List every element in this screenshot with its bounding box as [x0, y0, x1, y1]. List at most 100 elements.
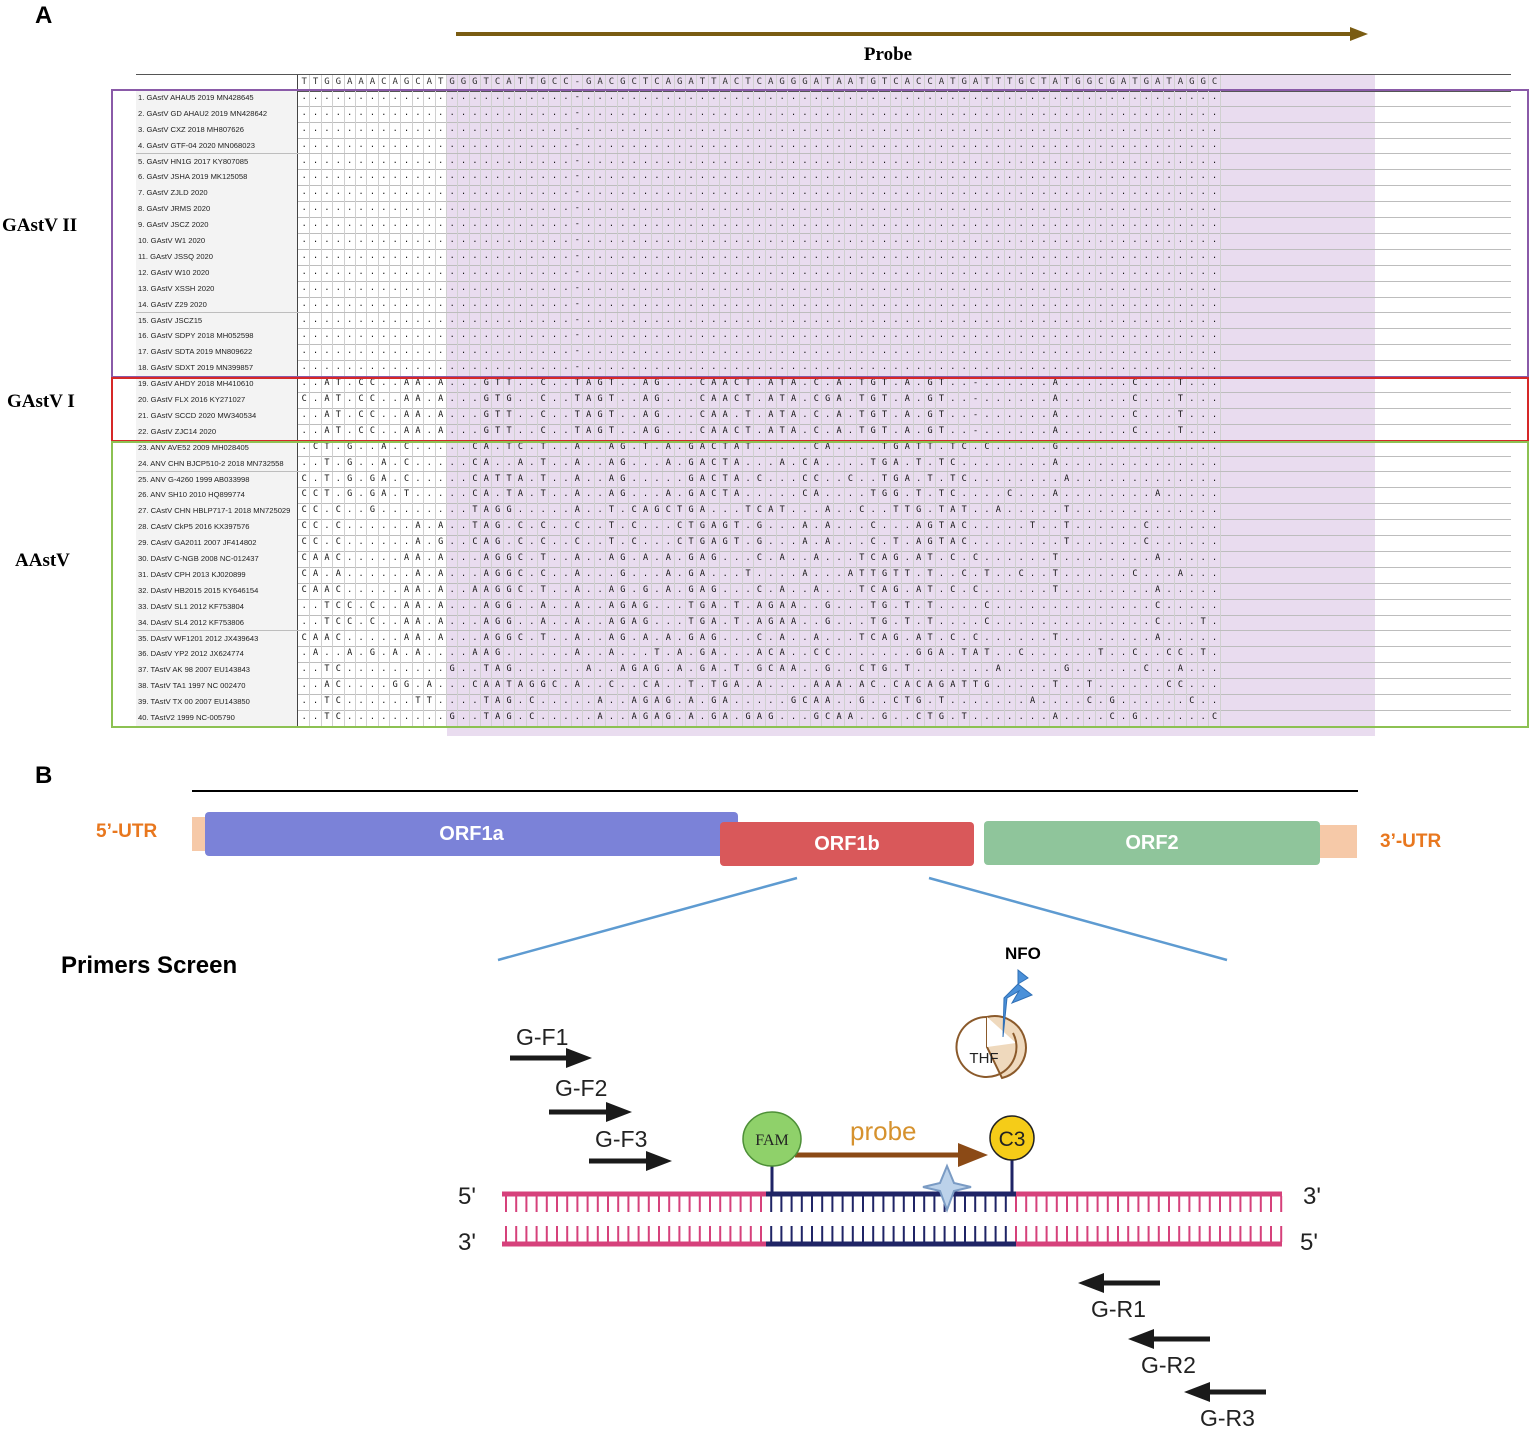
base-cell: . [310, 105, 322, 122]
base-cell: G [401, 75, 413, 91]
base-cell: . [538, 89, 550, 106]
base-cell: . [310, 137, 322, 154]
base-cell: . [1164, 153, 1176, 170]
base-cell: . [584, 89, 595, 106]
base-cell: G [777, 75, 789, 91]
group-box-gastv-ii [111, 89, 1529, 378]
base-cell: . [788, 153, 800, 170]
base-cell: . [948, 153, 960, 170]
base-cell: . [1005, 105, 1016, 122]
base-cell: . [1130, 153, 1142, 170]
base-cell: . [424, 153, 436, 170]
base-cell: . [538, 169, 550, 186]
base-cell: . [322, 89, 334, 106]
base-cell: . [1096, 153, 1107, 170]
base-cell: . [299, 153, 311, 170]
base-cell: . [879, 153, 891, 170]
base-cell: . [834, 105, 846, 122]
base-cell: . [299, 121, 311, 138]
base-cell: . [618, 169, 629, 186]
reverse-primer-label-2: G-R2 [1141, 1352, 1196, 1378]
base-cell: . [936, 137, 948, 154]
base-cell: . [1016, 89, 1028, 106]
base-cell: . [902, 153, 914, 170]
base-cell: . [606, 121, 618, 138]
base-cell: - [572, 105, 584, 122]
base-cell: G [322, 75, 334, 91]
base-cell: . [379, 105, 391, 122]
base-cell: . [310, 153, 322, 170]
base-cell: . [424, 169, 436, 186]
base-cell: . [640, 137, 652, 154]
base-cell: . [879, 137, 891, 154]
base-cell: . [1061, 153, 1073, 170]
base-cell: . [1050, 89, 1062, 106]
mechanism-diagram: G-F1 G-F2 G-F3 G-R1 G-R2 G-R3 5' 3' 3' 5… [458, 876, 1321, 1431]
base-cell: . [424, 121, 436, 138]
base-cell: . [447, 121, 459, 138]
base-cell: . [743, 137, 755, 154]
base-cell: . [1141, 137, 1153, 154]
base-cell: . [458, 105, 470, 122]
alignment-row: 3. GAstV CXZ 2018 MH807626..............… [136, 121, 1511, 139]
base-cell: . [731, 153, 743, 170]
base-cell: . [584, 153, 595, 170]
base-cell: . [1073, 137, 1085, 154]
base-cell: . [299, 89, 311, 106]
base-cell: . [743, 89, 755, 106]
sequence-label [136, 75, 298, 91]
base-cell: . [868, 137, 880, 154]
base-cell: C [492, 75, 504, 91]
base-cell: . [595, 169, 607, 186]
base-cell: . [1107, 105, 1119, 122]
base-cell: . [379, 89, 391, 106]
base-cell: T [743, 75, 755, 91]
base-cell: . [481, 153, 493, 170]
probe-arrow [456, 27, 1368, 41]
base-cell: . [549, 121, 561, 138]
base-cell: . [401, 169, 413, 186]
base-cell: . [731, 137, 743, 154]
base-cell: . [970, 137, 982, 154]
base-cell: . [584, 105, 595, 122]
base-cell: . [925, 137, 937, 154]
base-cell: T [310, 75, 322, 91]
base-cell: . [640, 105, 652, 122]
base-cell: . [515, 105, 527, 122]
base-cell: . [766, 89, 777, 106]
base-cell: . [902, 89, 914, 106]
base-cell: . [367, 105, 379, 122]
base-cell: . [777, 89, 789, 106]
base-cell: . [310, 89, 322, 106]
utr3-block [1318, 825, 1357, 858]
base-cell: . [811, 153, 823, 170]
base-cell: . [595, 105, 607, 122]
orf1a-bar: ORF1a [205, 812, 738, 856]
base-cell: . [356, 153, 368, 170]
base-cell: . [914, 153, 925, 170]
group-box-gastv-i [111, 377, 1529, 442]
base-cell: . [743, 121, 755, 138]
base-cell: . [1164, 105, 1176, 122]
base-cell: . [1118, 121, 1130, 138]
base-cell: . [367, 169, 379, 186]
base-cell: . [1107, 137, 1119, 154]
base-cell: C [754, 75, 766, 91]
base-cell: . [925, 89, 937, 106]
base-cell: . [891, 121, 903, 138]
base-cell: . [470, 89, 482, 106]
base-cell: . [891, 89, 903, 106]
base-cell: . [527, 105, 538, 122]
probe-arrow-diagram [795, 1143, 988, 1167]
base-cell: . [1005, 153, 1016, 170]
base-cell: T [993, 75, 1005, 91]
base-cell: . [959, 153, 971, 170]
base-cell: . [1198, 153, 1210, 170]
base-cell: . [458, 153, 470, 170]
base-cell: . [515, 169, 527, 186]
base-cell: G [1016, 75, 1028, 91]
base-cell: . [549, 153, 561, 170]
base-cell: T [1039, 75, 1051, 91]
alignment-row: 6. GAstV JSHA 2019 MK125058.............… [136, 169, 1511, 187]
base-cell: . [1187, 153, 1198, 170]
